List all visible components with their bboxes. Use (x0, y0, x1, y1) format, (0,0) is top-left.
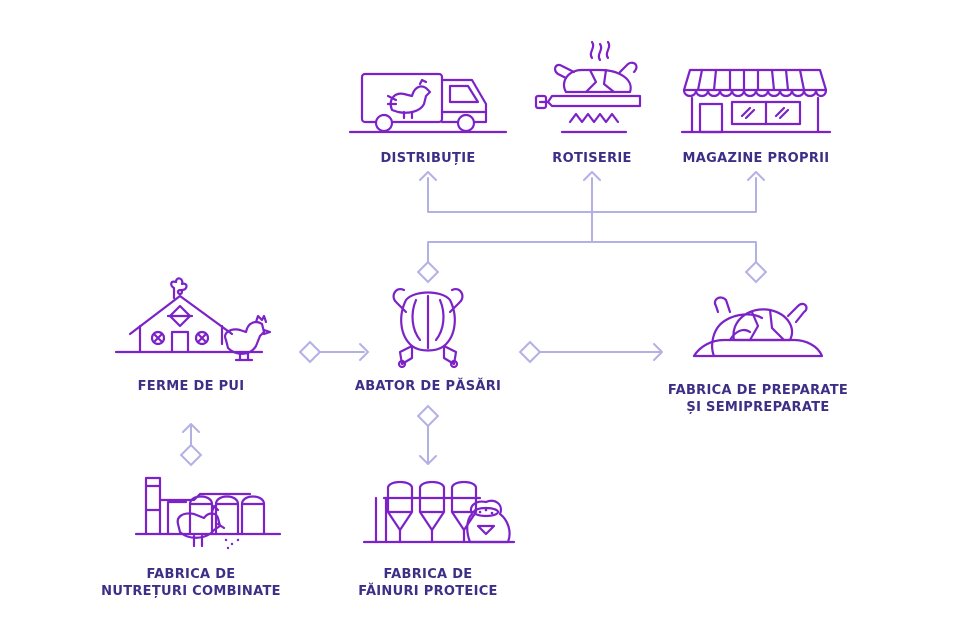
preparate-label-line-1: FABRICA DE PREPARATE (667, 383, 849, 398)
nutreturi-label-line-1: FABRICA DE (146, 567, 236, 582)
node-nutreturi-label: FABRICA DE NUTREȚURI COMBINATE (101, 566, 281, 600)
node-rotiserie-label: ROTISERIE (552, 150, 631, 167)
node-ferme-label: FERME DE PUI (138, 378, 245, 395)
arrow-to-fainuri (419, 455, 437, 465)
connector-diamond-left-top (416, 260, 440, 284)
roast-chicken-platter-icon (692, 296, 824, 358)
arrow-to-preparate (653, 343, 663, 361)
poultry-carcass-icon (392, 288, 464, 369)
chicken-farm-icon (114, 277, 272, 362)
connector-diamond-ferme (298, 340, 322, 364)
connector-diamond-abator-right (518, 340, 542, 364)
arrow-to-distributie (419, 171, 437, 181)
node-magazine-label: MAGAZINE PROPRII (683, 150, 830, 167)
rotiserie-label-text: ROTISERIE (552, 151, 632, 166)
fainuri-label-line-2: FĂINURI PROTEICE (358, 584, 498, 599)
delivery-truck-icon (348, 72, 508, 134)
shop-icon (680, 68, 832, 134)
arrow-to-abator (359, 343, 369, 361)
distributie-label-text: DISTRIBUȚIE (380, 151, 476, 166)
fainuri-label-line-1: FABRICA DE (383, 567, 473, 582)
silos-sack-icon (362, 480, 516, 544)
ferme-label-text: FERME DE PUI (137, 379, 245, 394)
connectors (179, 171, 768, 467)
arrow-to-magazine (747, 171, 765, 181)
arrow-to-ferme (182, 423, 200, 433)
abator-label-text: ABATOR DE PĂSĂRI (354, 379, 502, 394)
feed-factory-icon (134, 476, 282, 550)
node-distributie-label: DISTRIBUȚIE (380, 150, 475, 167)
connector-mid-branches (427, 241, 757, 273)
magazine-label-text: MAGAZINE PROPRII (682, 151, 830, 166)
node-fainuri-label: FABRICA DE FĂINURI PROTEICE (358, 566, 498, 600)
preparate-label-line-2: ȘI SEMIPREPARATE (686, 400, 830, 415)
node-preparate-label: FABRICA DE PREPARATE ȘI SEMIPREPARATE (668, 382, 848, 416)
connector-diamond-right-top (744, 260, 768, 284)
connector-diamond-nutreturi (179, 443, 203, 467)
connector-diamond-abator-down (416, 404, 440, 428)
arrow-to-rotiserie (583, 171, 601, 181)
connector-top-branches (427, 177, 757, 243)
nutreturi-label-line-2: NUTREȚURI COMBINATE (101, 584, 281, 599)
rotisserie-chicken-icon (534, 40, 642, 134)
node-abator-label: ABATOR DE PĂSĂRI (355, 378, 501, 395)
